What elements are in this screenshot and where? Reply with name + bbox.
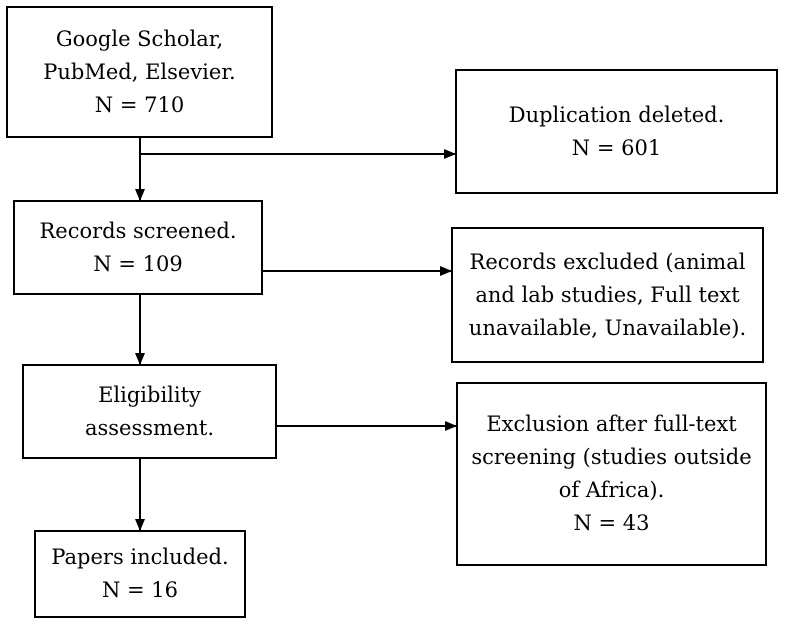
duplicates-count: N = 601 xyxy=(571,135,662,160)
fulltext-exclusion-line-3: of Africa). xyxy=(558,478,665,502)
included-box: Papers included. N = 16 xyxy=(34,530,246,618)
sources-box: Google Scholar, PubMed, Elsevier. N = 71… xyxy=(6,6,273,138)
eligibility-line-1: Eligibility xyxy=(98,382,201,407)
duplicates-label: Duplication deleted. xyxy=(508,102,725,127)
screened-count: N = 109 xyxy=(93,251,183,276)
sources-count: N = 710 xyxy=(94,92,185,117)
records-excluded-line-1: Records excluded (animal xyxy=(469,249,746,274)
eligibility-line-2: assessment. xyxy=(84,415,215,440)
eligibility-box: Eligibility assessment. xyxy=(22,364,277,459)
records-excluded-line-3: unavailable, Unavailable). xyxy=(468,315,747,340)
fulltext-exclusion-box: Exclusion after full-text screening (stu… xyxy=(456,382,767,566)
duplicates-box: Duplication deleted. N = 601 xyxy=(455,69,778,194)
included-label: Papers included. xyxy=(51,545,229,569)
sources-line-2: PubMed, Elsevier. xyxy=(43,59,236,84)
fulltext-exclusion-line-2: screening (studies outside xyxy=(471,445,752,469)
fulltext-exclusion-count: N = 43 xyxy=(573,511,650,535)
screened-label: Records screened. xyxy=(39,218,237,243)
records-excluded-line-2: and lab studies, Full text xyxy=(475,282,740,307)
screened-box: Records screened. N = 109 xyxy=(13,200,263,295)
sources-line-1: Google Scholar, xyxy=(55,26,224,51)
records-excluded-box: Records excluded (animal and lab studies… xyxy=(451,227,764,363)
fulltext-exclusion-line-1: Exclusion after full-text xyxy=(486,412,737,436)
included-count: N = 16 xyxy=(101,578,179,602)
